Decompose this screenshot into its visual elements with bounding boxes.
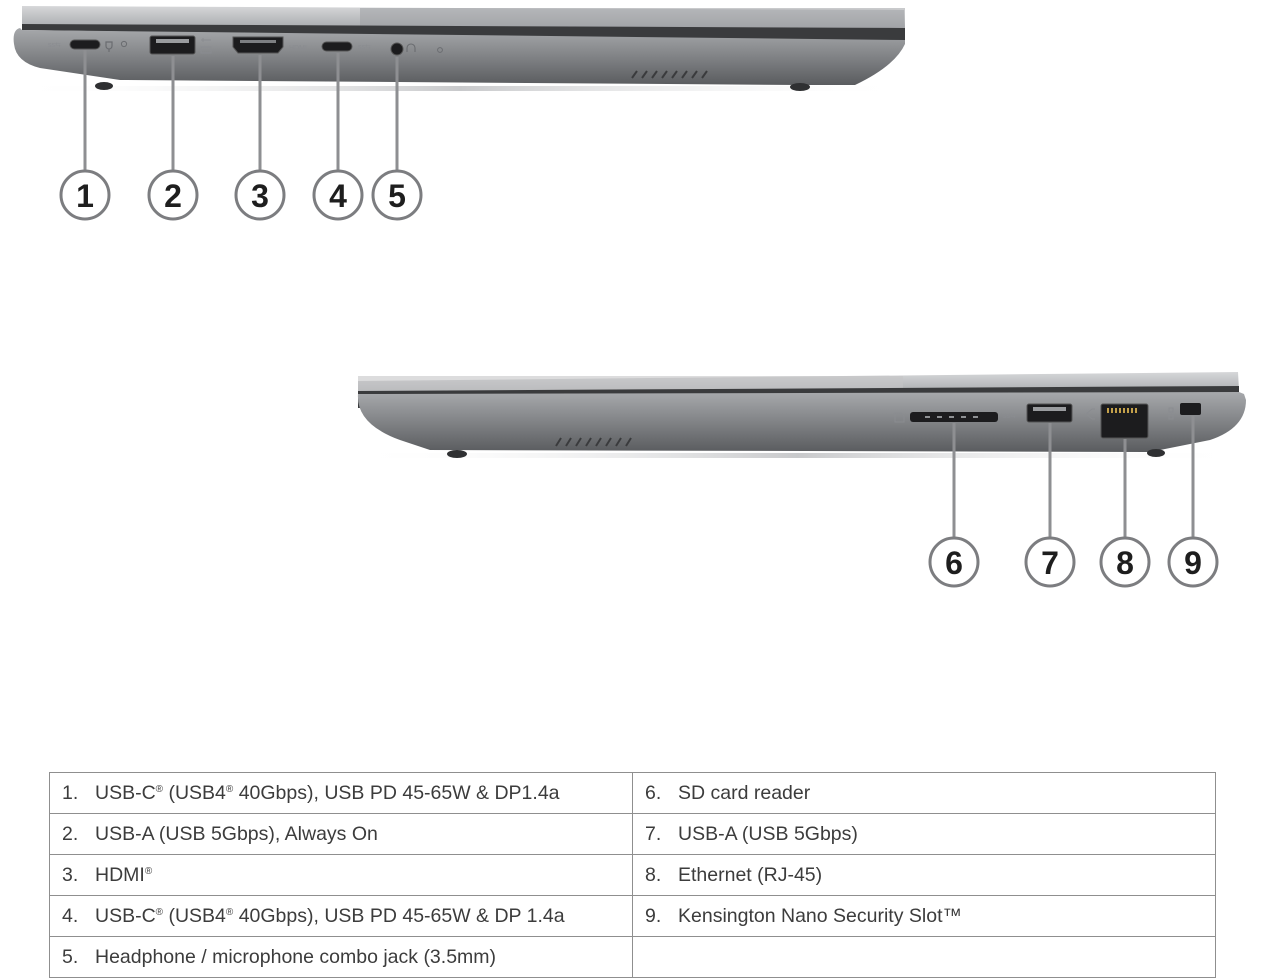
port-2-cell: 2. USB-A (USB 5Gbps), Always On xyxy=(49,813,633,855)
port-4-cell: 4. USB-C® (USB4® 40Gbps), USB PD 45-65W &… xyxy=(49,895,633,937)
port-7-number: 7. xyxy=(645,822,662,845)
port-2-text: USB-A (USB 5Gbps), Always On xyxy=(95,822,378,845)
port-3-number: 3. xyxy=(62,863,79,886)
status-led-icon xyxy=(437,47,443,53)
callout-4: 4 xyxy=(312,169,364,221)
callout-4-label: 4 xyxy=(329,178,347,214)
laptop-side-views-figure: ss⇆ HDMI ss⇆ 1 xyxy=(10,6,1246,588)
callout-7-label: 7 xyxy=(1041,545,1059,581)
empty-cell xyxy=(632,936,1216,978)
callout-1: 1 xyxy=(59,169,111,221)
callout-3: 3 xyxy=(234,169,286,221)
port-8-text: Ethernet (RJ-45) xyxy=(678,863,823,886)
callout-6-label: 6 xyxy=(945,545,963,581)
hdmi-marking: HDMI xyxy=(289,45,307,52)
port-7-text: USB-A (USB 5Gbps) xyxy=(678,822,858,845)
security-slot xyxy=(1180,403,1201,415)
port-8-number: 8. xyxy=(645,863,662,886)
charge-led-icon xyxy=(120,40,128,48)
port-5-cell: 5. Headphone / microphone combo jack (3.5… xyxy=(49,936,633,978)
port-1-cell: 1. USB-C® (USB4® 40Gbps), USB PD 45-65W &… xyxy=(49,772,633,814)
table-row: 5. Headphone / microphone combo jack (3.5… xyxy=(49,936,1216,978)
port-9-number: 9. xyxy=(645,904,662,927)
right-view-front-foot xyxy=(447,450,467,458)
port-8-cell: 8. Ethernet (RJ-45) xyxy=(632,854,1216,896)
callout-2: 2 xyxy=(147,169,199,221)
left-view-foot xyxy=(95,82,113,90)
port-6-text: SD card reader xyxy=(678,781,811,804)
port-6-cell: 6. SD card reader xyxy=(632,772,1216,814)
usb-a-port-2 xyxy=(1026,403,1073,423)
callout-1-label: 1 xyxy=(76,178,94,214)
left-view-leader-lines xyxy=(83,50,399,171)
headset-icon xyxy=(406,43,416,52)
callout-5: 5 xyxy=(371,169,423,221)
port-5-number: 5. xyxy=(62,945,79,968)
port-9-cell: 9. Kensington Nano Security Slot™ xyxy=(632,895,1216,937)
power-plug-icon xyxy=(105,41,113,52)
hdmi-port xyxy=(232,36,284,54)
left-view-rear-foot xyxy=(790,83,810,91)
callout-5-label: 5 xyxy=(388,178,406,214)
usbc-1-marking: ss⇆ xyxy=(48,42,61,49)
right-view-shadow xyxy=(350,453,1245,458)
callout-8: 8 xyxy=(1099,536,1151,588)
callout-9-label: 9 xyxy=(1184,545,1202,581)
usbc-2-marking: ss⇆ xyxy=(358,44,371,51)
sd-card-icon xyxy=(894,412,905,423)
right-view-vent xyxy=(555,437,632,447)
laptop-left-side-view: ss⇆ HDMI ss⇆ 1 xyxy=(10,6,910,221)
laptop-right-side-view: ss⇆ 6 7 xyxy=(350,372,1246,588)
always-on-usb-icon xyxy=(200,38,212,54)
table-row: 4. USB-C® (USB4® 40Gbps), USB PD 45-65W &… xyxy=(49,895,1216,937)
callout-9: 9 xyxy=(1167,536,1219,588)
port-6-number: 6. xyxy=(645,781,662,804)
port-5-text: Headphone / microphone combo jack (3.5mm… xyxy=(95,945,497,968)
port-legend-table: 1. USB-C® (USB4® 40Gbps), USB PD 45-65W &… xyxy=(49,772,1216,978)
table-row: 1. USB-C® (USB4® 40Gbps), USB PD 45-65W &… xyxy=(49,772,1216,814)
callout-3-label: 3 xyxy=(251,178,269,214)
port-3-text: HDMI® xyxy=(95,863,153,886)
port-1-text: USB-C® (USB4® 40Gbps), USB PD 45-65W & D… xyxy=(95,781,560,804)
right-view-leader-lines xyxy=(952,416,1195,538)
usb-c-port-1 xyxy=(69,39,101,50)
right-view-base xyxy=(357,392,1246,452)
usb-a-port-1 xyxy=(149,35,196,55)
network-icon xyxy=(1085,408,1095,420)
table-row: 2. USB-A (USB 5Gbps), Always On 7. USB-A (… xyxy=(49,813,1216,855)
right-view-rear-foot xyxy=(1147,449,1165,457)
table-row: 3. HDMI® 8. Ethernet (RJ-45) xyxy=(49,854,1216,896)
port-4-text: USB-C® (USB4® 40Gbps), USB PD 45-65W & D… xyxy=(95,904,565,927)
left-view-shadow xyxy=(10,86,910,91)
callout-6: 6 xyxy=(928,536,980,588)
port-3-cell: 3. HDMI® xyxy=(49,854,633,896)
port-4-number: 4. xyxy=(62,904,79,927)
callout-8-label: 8 xyxy=(1116,545,1134,581)
port-7-cell: 7. USB-A (USB 5Gbps) xyxy=(632,813,1216,855)
usba-marking: ss⇆ xyxy=(1003,413,1016,420)
lock-icon xyxy=(1168,407,1174,420)
audio-jack xyxy=(390,42,404,56)
port-1-number: 1. xyxy=(62,781,79,804)
callout-2-label: 2 xyxy=(164,178,182,214)
port-9-text: Kensington Nano Security Slot™ xyxy=(678,904,962,927)
callout-7: 7 xyxy=(1024,536,1076,588)
usb-c-port-2 xyxy=(321,41,353,52)
left-view-vent xyxy=(631,70,708,79)
port-2-number: 2. xyxy=(62,822,79,845)
